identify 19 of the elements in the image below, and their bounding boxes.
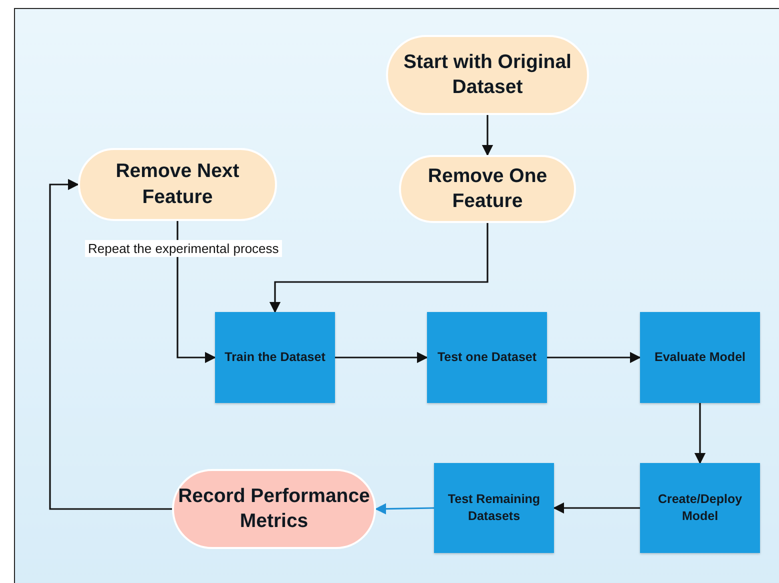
process-box: Create/Deploy Model [640,463,760,553]
process-box: Test one Dataset [427,312,547,403]
arrow [694,403,706,464]
arrow [269,223,488,314]
process-box: Evaluate Model [640,312,760,403]
arrow [547,352,642,364]
arrow [374,503,434,514]
process-box: Train the Dataset [215,312,335,403]
rounded-box: Start with Original Dataset [386,35,589,115]
arrow [176,221,216,364]
arrow [335,352,428,364]
rounded-box: Remove One Feature [399,155,576,223]
arrow [552,502,640,514]
process-box: Test Remaining Datasets [434,463,554,553]
rounded-box: Remove Next Feature [78,148,277,221]
rounded-box: Record Performance Metrics [172,469,376,549]
arrow [482,115,494,156]
edge-label: Repeat the experimental process [85,240,282,257]
arrow [49,178,172,510]
